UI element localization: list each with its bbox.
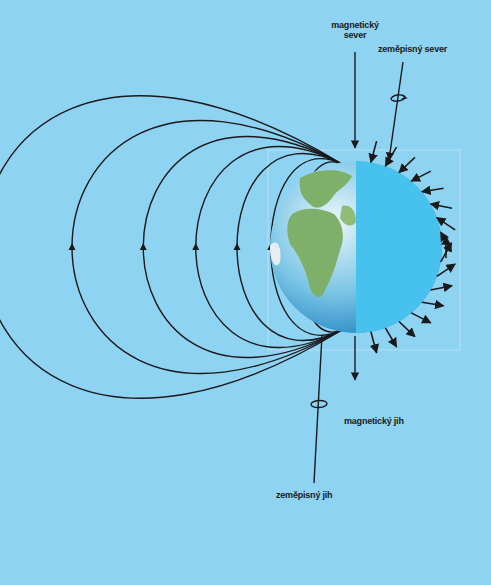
globe — [270, 161, 442, 333]
geographic-north-label: zeměpisný sever — [378, 44, 458, 54]
field-arrows — [371, 141, 455, 353]
frame — [268, 150, 460, 350]
magnetic-south-label: magnetický jih — [344, 416, 434, 426]
geographic-south-label: zeměpisný jih — [276, 490, 356, 500]
magnetic-north-label: magnetický sever — [328, 20, 382, 41]
